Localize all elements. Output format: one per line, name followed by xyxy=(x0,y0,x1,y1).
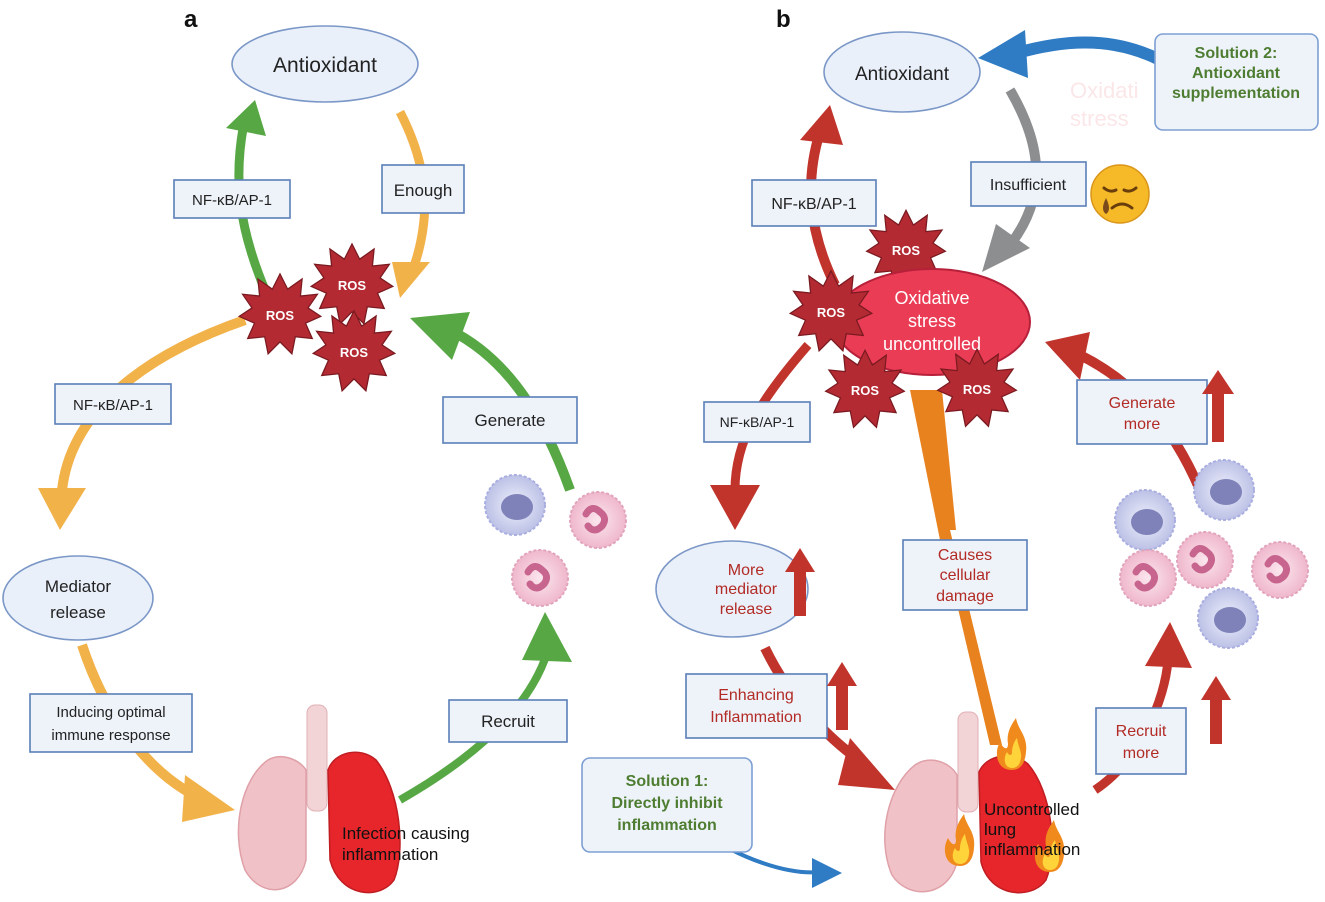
svg-text:Inducing optimal: Inducing optimal xyxy=(56,704,165,721)
svg-text:More: More xyxy=(728,562,765,579)
svg-text:Generate: Generate xyxy=(1109,395,1176,412)
svg-text:ROS: ROS xyxy=(851,383,880,398)
immune-cell-icon xyxy=(570,492,626,548)
svg-text:Infection causing: Infection causing xyxy=(342,824,470,843)
panel-b-solution2-box: Solution 2: Antioxidant supplementation xyxy=(1154,33,1319,131)
svg-text:Solution 1:: Solution 1: xyxy=(626,773,709,790)
lungs-icon xyxy=(884,711,1053,894)
sad-face-icon xyxy=(1090,164,1150,224)
svg-text:ROS: ROS xyxy=(817,305,846,320)
svg-text:release: release xyxy=(50,603,106,622)
panel-b-ros-cluster: ROS ROS ROS xyxy=(789,270,1017,428)
svg-text:ROS: ROS xyxy=(963,382,992,397)
immune-cell-icon xyxy=(484,474,546,536)
svg-text:supplementation: supplementation xyxy=(1172,85,1300,102)
svg-text:Antioxidant: Antioxidant xyxy=(273,54,377,77)
panel-a-antioxidant: Antioxidant xyxy=(231,25,419,103)
svg-text:Antioxidant: Antioxidant xyxy=(855,64,950,85)
svg-text:cellular: cellular xyxy=(940,567,991,584)
svg-text:NF-κB/AP-1: NF-κB/AP-1 xyxy=(192,192,272,209)
panel-b-recruit-more-box: Recruit more xyxy=(1095,707,1187,775)
panel-a-inducing-box: Inducing optimal immune response xyxy=(29,693,193,753)
svg-text:more: more xyxy=(1124,416,1161,433)
panel-b-letter: b xyxy=(776,6,791,33)
panel-a-nfkb-left-box: NF-κB/AP-1 xyxy=(54,383,172,425)
panel-b-faded-text: Oxidati stress xyxy=(1070,78,1138,131)
immune-cell-icon xyxy=(1197,587,1259,649)
panel-b-nfkb-upper-box: NF-κB/AP-1 xyxy=(751,179,877,227)
svg-text:Uncontrolled: Uncontrolled xyxy=(984,800,1079,819)
up-arrow-icon xyxy=(785,548,815,616)
svg-text:Generate: Generate xyxy=(475,411,546,430)
svg-text:lung: lung xyxy=(984,820,1016,839)
immune-cell-icon xyxy=(1193,459,1255,521)
svg-text:inflammation: inflammation xyxy=(617,817,717,834)
svg-text:mediator: mediator xyxy=(715,581,778,598)
immune-cell-icon xyxy=(1120,550,1176,606)
svg-text:Recruit: Recruit xyxy=(1116,723,1167,740)
up-arrow-icon xyxy=(1202,370,1234,442)
panel-a-ros-cluster: ROS ROS ROS xyxy=(238,243,396,392)
panel-a-letter: a xyxy=(184,6,198,33)
panel-a-mediator-release: Mediator release xyxy=(2,555,154,641)
panel-b-ros-top: ROS xyxy=(866,209,946,288)
svg-text:immune response: immune response xyxy=(51,727,170,744)
svg-text:Antioxidant: Antioxidant xyxy=(1192,65,1281,82)
svg-text:Causes: Causes xyxy=(938,547,992,564)
svg-text:NF-κB/AP-1: NF-κB/AP-1 xyxy=(720,414,795,430)
panel-b-more-mediator: More mediator release xyxy=(655,540,809,638)
up-arrow-icon xyxy=(827,662,857,730)
svg-text:Oxidative: Oxidative xyxy=(894,288,969,308)
immune-cell-icon xyxy=(1114,489,1176,551)
svg-text:Oxidati: Oxidati xyxy=(1070,78,1138,103)
svg-text:uncontrolled: uncontrolled xyxy=(883,334,981,354)
panel-a-nfkb-upper-box: NF-κB/AP-1 xyxy=(173,179,291,219)
svg-text:release: release xyxy=(720,601,773,618)
immune-cell-icon xyxy=(512,550,568,606)
panel-b-causes-damage-box: Causes cellular damage xyxy=(902,539,1028,611)
svg-text:inflammation: inflammation xyxy=(342,845,438,864)
svg-text:ROS: ROS xyxy=(338,278,367,293)
panel-b-insufficient-box: Insufficient xyxy=(970,161,1087,207)
panel-b-antioxidant: Antioxidant xyxy=(823,31,981,113)
immune-cell-icon xyxy=(1252,542,1308,598)
svg-text:Enhancing: Enhancing xyxy=(718,687,794,704)
svg-text:damage: damage xyxy=(936,588,994,605)
svg-text:more: more xyxy=(1123,745,1160,762)
svg-text:NF-κB/AP-1: NF-κB/AP-1 xyxy=(73,397,153,414)
svg-text:NF-κB/AP-1: NF-κB/AP-1 xyxy=(771,196,856,213)
panel-b-solution1-box: Solution 1: Directly inhibit inflammatio… xyxy=(581,757,753,853)
svg-text:Directly inhibit: Directly inhibit xyxy=(611,795,723,812)
panel-a-lungs: Infection causing inflammation xyxy=(237,704,470,894)
up-arrow-icon xyxy=(1201,676,1231,744)
immune-cell-icon xyxy=(1177,532,1233,588)
panel-a-enough-box: Enough xyxy=(381,164,465,214)
panel-b-nfkb-left-box: NF-κB/AP-1 xyxy=(703,401,811,443)
svg-text:stress: stress xyxy=(1070,106,1129,131)
panel-b-generate-more-box: Generate more xyxy=(1076,379,1208,445)
panel-a-generate-box: Generate xyxy=(442,396,578,444)
svg-text:Recruit: Recruit xyxy=(481,712,535,731)
svg-text:ROS: ROS xyxy=(340,345,369,360)
svg-text:ROS: ROS xyxy=(266,308,295,323)
lungs-icon xyxy=(237,704,401,894)
svg-text:Insufficient: Insufficient xyxy=(990,177,1067,194)
svg-text:stress: stress xyxy=(908,311,956,331)
svg-text:ROS: ROS xyxy=(892,243,921,258)
svg-text:inflammation: inflammation xyxy=(984,840,1080,859)
panel-a-recruit-box: Recruit xyxy=(448,699,568,743)
panel-b-enhancing-box: Enhancing Inflammation xyxy=(685,673,828,739)
panel-a-immune-cells xyxy=(484,474,626,606)
svg-text:Mediator: Mediator xyxy=(45,577,111,596)
panel-b-oxidative-stress: Oxidative stress uncontrolled xyxy=(833,268,1031,376)
svg-text:Inflammation: Inflammation xyxy=(710,709,802,726)
svg-text:Enough: Enough xyxy=(394,181,453,200)
panel-b-lungs: Uncontrolled lung inflammation xyxy=(884,711,1080,894)
svg-text:Solution 2:: Solution 2: xyxy=(1195,45,1278,62)
panel-b-immune-cells xyxy=(1114,459,1308,649)
